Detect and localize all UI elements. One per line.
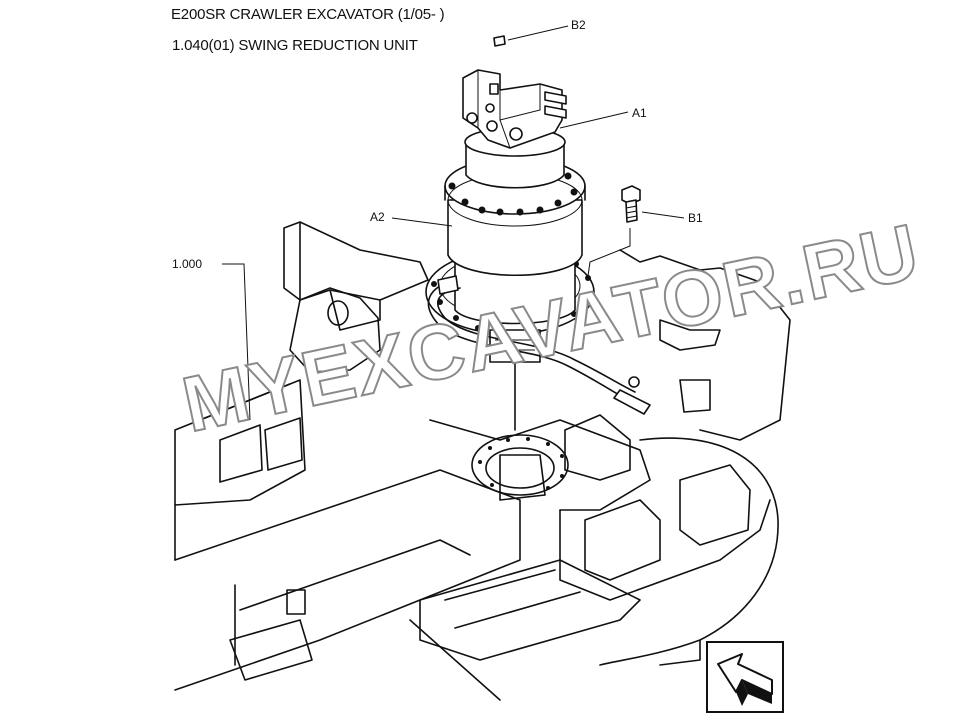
swing-reduction-unit <box>425 35 595 431</box>
leader-lines <box>222 25 685 421</box>
upper-frame <box>174 221 791 701</box>
bolt-b1 <box>621 185 641 223</box>
callout-b1: B1 <box>688 211 703 225</box>
nav-arrow-button[interactable] <box>706 641 784 713</box>
arrow-up-left-icon <box>717 653 773 706</box>
callout-b2: B2 <box>571 18 586 32</box>
hydraulic-hose <box>427 275 651 415</box>
callout-ref-1000: 1.000 <box>172 257 202 271</box>
housing-bolts <box>448 172 578 216</box>
section-title: 1.040(01) SWING REDUCTION UNIT <box>172 37 418 54</box>
callout-a1: A1 <box>632 106 647 120</box>
callout-a2: A2 <box>370 210 385 224</box>
model-title: E200SR CRAWLER EXCAVATOR (1/05- ) <box>171 6 445 23</box>
